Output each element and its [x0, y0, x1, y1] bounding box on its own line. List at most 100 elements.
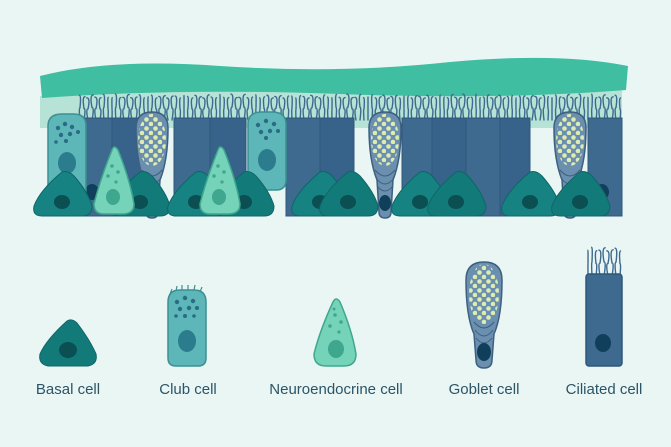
cilium [554, 94, 558, 121]
cilium [398, 97, 402, 121]
cilium [594, 96, 598, 121]
cilium [162, 94, 166, 121]
cilium [418, 95, 422, 121]
cilium [138, 94, 142, 121]
cilium [126, 93, 130, 121]
cilium [82, 96, 86, 121]
cilium [122, 96, 126, 121]
cilium [470, 96, 474, 121]
cilium [238, 96, 242, 121]
cilium [618, 97, 622, 121]
cilium [446, 97, 450, 121]
legend-basal-cell [39, 319, 97, 367]
cilium [458, 96, 462, 121]
cilium [498, 94, 502, 121]
cilium [410, 97, 414, 121]
cilium [214, 97, 218, 121]
cilium [606, 250, 610, 277]
cilium [134, 96, 138, 121]
cilium [534, 95, 538, 121]
label-ciliated-cell: Ciliated cell [565, 381, 643, 398]
cilium [530, 95, 534, 121]
cilium [130, 97, 134, 121]
cilium [610, 96, 614, 121]
cilium [346, 93, 350, 121]
mucus-layer [40, 57, 628, 98]
cilium [282, 97, 286, 121]
cilium [78, 94, 82, 121]
cilium [502, 97, 506, 121]
cilium [118, 96, 122, 121]
label-neuroendocrine-cell: Neuroendocrine cell [269, 381, 403, 398]
cilium [450, 93, 454, 121]
cilium [610, 249, 614, 277]
legend-club-cell [167, 284, 207, 367]
cilium [486, 94, 490, 121]
cilium [302, 95, 306, 121]
cilium [414, 95, 418, 121]
cilium [94, 96, 98, 121]
cilium [430, 96, 434, 121]
cilium [286, 95, 290, 121]
cilium [358, 93, 362, 121]
cilium [362, 96, 366, 121]
cilium [542, 94, 546, 121]
cilium [90, 94, 94, 121]
cilium [462, 93, 466, 121]
apical-cilia [78, 93, 622, 121]
cilium [102, 93, 106, 121]
cilium [598, 96, 602, 121]
cilium [606, 97, 610, 121]
cilium [618, 250, 622, 277]
cilium [114, 93, 118, 121]
legend-goblet-cell [465, 261, 503, 369]
cilium [434, 97, 438, 121]
basal-cell [501, 171, 561, 217]
basal-cell [33, 171, 93, 217]
cilium [86, 97, 90, 121]
cilium [230, 93, 234, 121]
cilium [326, 96, 329, 121]
cilium [602, 94, 606, 121]
cilium [594, 249, 598, 277]
neuroendocrine-cell-section [93, 146, 241, 215]
cilium [234, 96, 238, 121]
cilium [590, 246, 593, 277]
cilium [318, 97, 322, 121]
cilium [186, 95, 190, 121]
label-club-cell: Club cell [159, 381, 217, 398]
cilium [338, 96, 342, 121]
cilium [342, 96, 346, 121]
cilium [354, 96, 358, 121]
cilium [590, 93, 593, 121]
cilium [546, 96, 550, 121]
epithelium-section [33, 57, 628, 219]
cilium [334, 93, 338, 121]
cilium [310, 94, 314, 121]
cilium [506, 95, 510, 121]
cilium [370, 94, 374, 121]
cilium [174, 95, 178, 121]
cilium [614, 94, 618, 121]
cilium [306, 97, 310, 121]
basal-cell-row [33, 171, 611, 217]
cilium [242, 93, 246, 121]
label-goblet-cell: Goblet cell [448, 381, 520, 398]
basal-cell [427, 171, 487, 217]
cilium [518, 95, 522, 121]
cilium [614, 247, 618, 277]
cilium [194, 94, 198, 121]
cilium [490, 97, 494, 121]
cilium [202, 97, 206, 121]
cilium [178, 97, 182, 121]
cilium [314, 96, 318, 121]
cilium [394, 94, 398, 121]
cilium [522, 95, 526, 121]
cilium [190, 97, 194, 121]
legend-ciliated-cell [585, 246, 623, 367]
cilium [407, 95, 410, 121]
legend-neuroendocrine-cell [313, 298, 357, 367]
cilium [322, 94, 326, 121]
cilium [538, 97, 542, 121]
